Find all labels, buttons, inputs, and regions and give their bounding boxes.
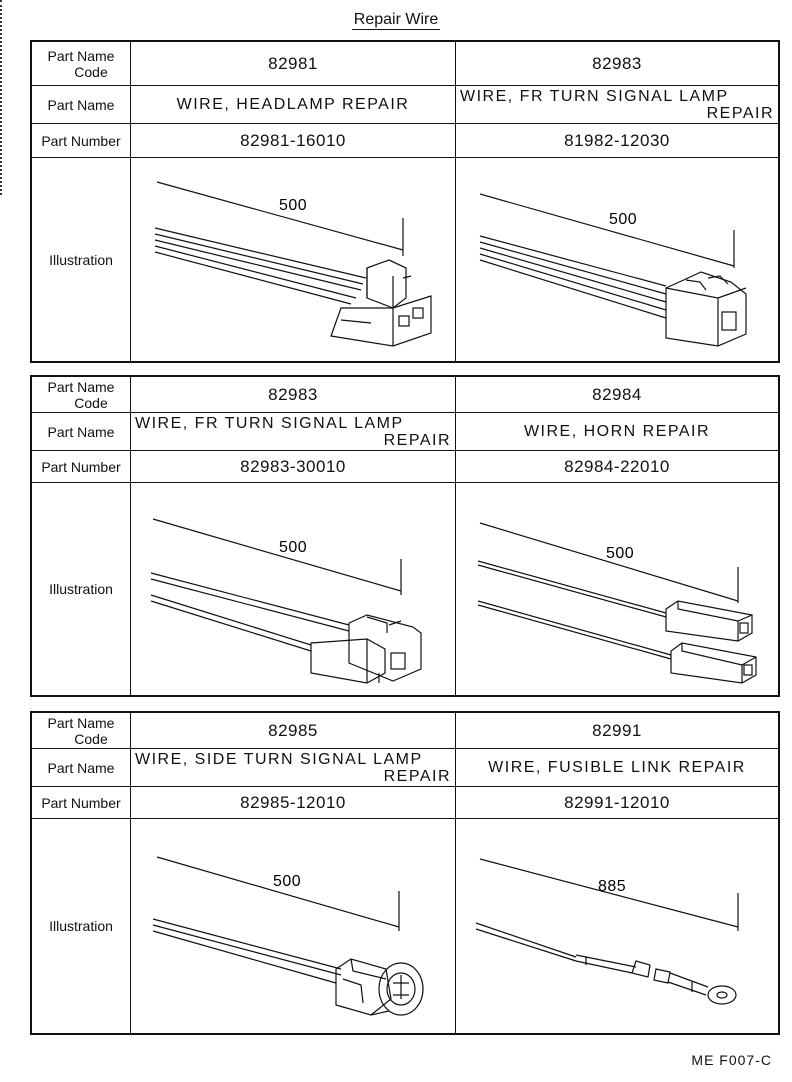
part-number-cell: 82983-30010 (131, 451, 456, 482)
code-label-line1: Part Name (47, 714, 115, 731)
part-code-cell: 82983 (592, 53, 642, 73)
part-name-line2: REPAIR (383, 431, 451, 449)
part-name-line1: WIRE, FR TURN SIGNAL LAMP (460, 87, 729, 105)
code-label-line2: Code (74, 63, 108, 80)
part-number-cell: 82984-22010 (564, 456, 670, 476)
part-name-line2: REPAIR (383, 767, 451, 785)
repair-wire-table-3: Part Name Code 82985 82991 Part Name WIR… (30, 711, 780, 1035)
margin-perforation (0, 0, 5, 195)
dimension-label: 885 (598, 878, 626, 895)
part-name-row: Part Name WIRE, HEADLAMP REPAIR WIRE, FR… (32, 86, 778, 124)
code-label-line2: Code (74, 394, 108, 411)
fusible-link-wire-illustration: 885 (475, 858, 739, 1005)
illustration-row: Illustration 500 (32, 483, 778, 695)
code-row: Part Name Code 82983 82984 (32, 377, 778, 413)
illustration-row: Illustration (32, 158, 778, 361)
illustration-label: Illustration (32, 483, 131, 695)
repair-wire-table-1: Part Name Code 82981 82983 Part Name WIR… (30, 40, 780, 363)
part-code-cell: 82985 (131, 713, 456, 748)
part-name-cell: WIRE, FR TURN SIGNAL LAMP REPAIR (456, 86, 778, 123)
part-code-cell: 82981 (131, 42, 456, 85)
headlamp-wire-illustration: 500 (154, 181, 432, 347)
part-name-text: WIRE, FUSIBLE LINK REPAIR (488, 758, 746, 776)
part-name-line2: REPAIR (706, 104, 774, 122)
part-name-cell: WIRE, HEADLAMP REPAIR (131, 86, 456, 123)
dimension-label: 500 (609, 211, 637, 228)
horn-wire-illustration: 500 (477, 522, 757, 684)
illustration-cell: 885 (456, 819, 778, 1033)
part-number-label: Part Number (32, 451, 131, 482)
part-name-cell: WIRE, FR TURN SIGNAL LAMP REPAIR (131, 413, 456, 450)
code-row: Part Name Code 82981 82983 (32, 42, 778, 86)
repair-wire-table-2: Part Name Code 82983 82984 Part Name WIR… (30, 375, 780, 697)
code-row: Part Name Code 82985 82991 (32, 713, 778, 749)
code-label-line1: Part Name (47, 47, 115, 64)
illustration-cell: 500 (456, 483, 778, 695)
part-name-cell: WIRE, HORN REPAIR (456, 413, 778, 450)
illustration-label: Illustration (32, 158, 131, 361)
code-label: Part Name Code (32, 713, 131, 748)
part-name-cell: WIRE, FUSIBLE LINK REPAIR (456, 749, 778, 786)
turn-signal-wire-illustration: 500 (479, 193, 747, 347)
part-number-row: Part Number 82985-12010 82991-12010 (32, 787, 778, 819)
turn-signal-wire-illustration: 500 (150, 518, 422, 684)
figure-code: ME F007-C (691, 1052, 772, 1068)
dimension-label: 500 (273, 873, 301, 890)
part-number-row: Part Number 82983-30010 82984-22010 (32, 451, 778, 483)
dimension-label: 500 (279, 197, 307, 214)
part-number-label: Part Number (32, 124, 131, 157)
dimension-label: 500 (279, 539, 307, 556)
part-name-row: Part Name WIRE, FR TURN SIGNAL LAMP REPA… (32, 413, 778, 451)
part-number-cell: 82991-12010 (564, 792, 670, 812)
part-number-cell: 82981-16010 (131, 124, 456, 157)
part-code-cell: 82991 (592, 720, 642, 740)
page-title: Repair Wire (351, 11, 441, 30)
side-turn-signal-wire-illustration: 500 (152, 856, 424, 1016)
illustration-cell: 500 (131, 819, 456, 1033)
illustration-cell: 500 (131, 483, 456, 695)
illustration-cell: 500 (456, 158, 778, 361)
code-label-line2: Code (74, 730, 108, 747)
part-number-label: Part Number (32, 787, 131, 818)
part-code-cell: 82984 (592, 384, 642, 404)
part-name-line1: WIRE, FR TURN SIGNAL LAMP (135, 414, 404, 432)
illustration-row: Illustration 500 (32, 819, 778, 1033)
part-name-text: WIRE, HEADLAMP REPAIR (176, 95, 410, 113)
part-number-cell: 81982-12030 (564, 130, 670, 150)
code-label-line1: Part Name (47, 378, 115, 395)
part-name-label: Part Name (32, 413, 131, 450)
code-label: Part Name Code (32, 377, 131, 412)
part-name-row: Part Name WIRE, SIDE TURN SIGNAL LAMP RE… (32, 749, 778, 787)
code-label: Part Name Code (32, 42, 131, 85)
illustration-cell: 500 (131, 158, 456, 361)
part-number-row: Part Number 82981-16010 81982-12030 (32, 124, 778, 158)
part-name-text: WIRE, HORN REPAIR (523, 422, 711, 440)
part-name-label: Part Name (32, 749, 131, 786)
part-name-cell: WIRE, SIDE TURN SIGNAL LAMP REPAIR (131, 749, 456, 786)
part-name-label: Part Name (32, 86, 131, 123)
part-name-line1: WIRE, SIDE TURN SIGNAL LAMP (135, 750, 423, 768)
part-code-cell: 82983 (131, 377, 456, 412)
illustration-label: Illustration (32, 819, 131, 1033)
dimension-label: 500 (606, 545, 634, 562)
part-number-cell: 82985-12010 (131, 787, 456, 818)
